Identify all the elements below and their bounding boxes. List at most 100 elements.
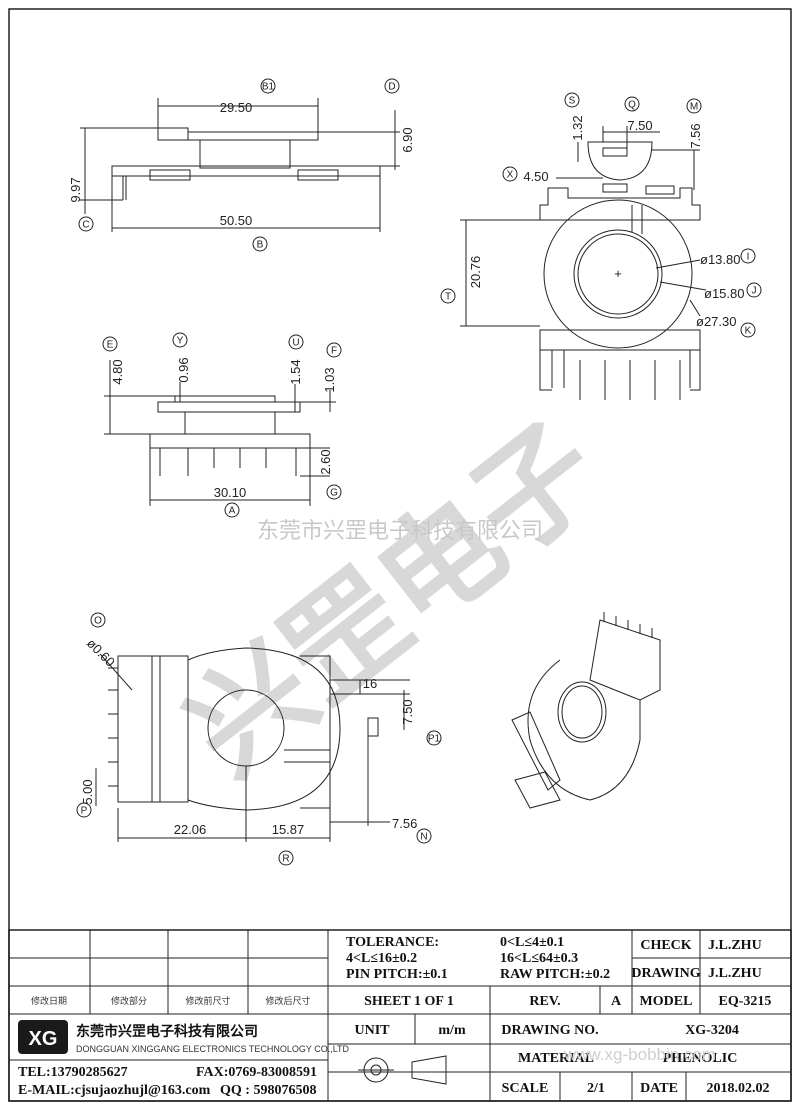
callout-y: Y bbox=[172, 332, 188, 348]
callout-text: T bbox=[445, 292, 451, 303]
callout-circle bbox=[326, 342, 342, 358]
front-base-side bbox=[539, 350, 701, 391]
isometric-view bbox=[511, 612, 661, 809]
top-bottom-tab-right bbox=[297, 169, 339, 181]
dim-p: 5.00 bbox=[80, 779, 95, 804]
callout-t: T bbox=[440, 288, 456, 304]
top-view: 29.50 6.90 9.97 50.50 bbox=[68, 98, 415, 232]
leader bbox=[99, 653, 133, 691]
iso-pin-block bbox=[589, 619, 661, 701]
front-outer-circle bbox=[543, 199, 693, 349]
callout-text: S bbox=[569, 96, 576, 107]
rev-header-after: 修改后尺寸 bbox=[265, 995, 310, 1006]
sheet-label: SHEET 1 OF 1 bbox=[364, 994, 454, 1009]
callout-circle bbox=[260, 78, 276, 94]
callout-text: Y bbox=[177, 336, 184, 347]
callout-circle bbox=[686, 98, 702, 114]
callout-k: K bbox=[740, 322, 756, 338]
callout-g: G bbox=[326, 484, 342, 500]
side-top-cap bbox=[174, 395, 276, 403]
bottom-web bbox=[284, 749, 330, 763]
model-label: MODEL bbox=[640, 994, 693, 1009]
logo-text: XG bbox=[29, 1028, 58, 1050]
callout-text: K bbox=[745, 326, 752, 337]
callout-a: A bbox=[224, 502, 240, 518]
dim-r1: 22.06 bbox=[174, 822, 207, 837]
company-logo: XG bbox=[18, 1020, 68, 1054]
dim-f: 1.03 bbox=[322, 367, 337, 392]
bottom-right-frame bbox=[300, 655, 331, 809]
bottom-pins bbox=[108, 667, 118, 787]
main-grid-v bbox=[489, 986, 701, 1101]
callout-e: E bbox=[102, 336, 118, 352]
dim-i: ø13.80 bbox=[700, 252, 740, 267]
fax: FAX:0769-83008591 bbox=[196, 1065, 317, 1080]
dim-n: 7.56 bbox=[392, 816, 417, 831]
dim-a: 30.10 bbox=[214, 485, 247, 500]
raw-pitch: RAW PITCH:±0.2 bbox=[500, 967, 610, 982]
callout-text: U bbox=[292, 338, 299, 349]
date-value: 2018.02.02 bbox=[707, 1081, 770, 1096]
callout-text: F bbox=[331, 346, 337, 357]
callout-b1: B1 bbox=[260, 78, 276, 94]
side-body bbox=[184, 411, 276, 435]
dim-b1: 29.50 bbox=[220, 100, 253, 115]
bottom-round-body bbox=[187, 647, 341, 811]
rev-label: REV. bbox=[529, 994, 560, 1009]
tolerance-label: TOLERANCE: bbox=[346, 935, 439, 950]
callout-text: G bbox=[330, 488, 338, 499]
front-slot-3 bbox=[645, 185, 675, 195]
front-slot-2 bbox=[602, 183, 628, 193]
unit-label: UNIT bbox=[354, 1023, 390, 1038]
material-value: PHENOLIC bbox=[663, 1051, 738, 1066]
callout-s: S bbox=[564, 92, 580, 108]
pin-pitch: PIN PITCH:±0.1 bbox=[346, 967, 448, 982]
dim-d: 6.90 bbox=[400, 127, 415, 152]
tolerance-3: 16<L≤64±0.3 bbox=[500, 951, 578, 966]
callout-circle bbox=[440, 288, 456, 304]
callout-text: M bbox=[690, 102, 698, 113]
front-top-frame bbox=[539, 187, 701, 221]
proj-cone bbox=[411, 1055, 447, 1085]
dim-x: 4.50 bbox=[523, 169, 548, 184]
callout-text: A bbox=[229, 506, 236, 517]
callout-r: R bbox=[278, 850, 294, 866]
callout-text: Q bbox=[628, 100, 636, 111]
tolerance-1: 4<L≤16±0.2 bbox=[346, 951, 417, 966]
top-body bbox=[199, 139, 291, 169]
leader bbox=[655, 259, 701, 269]
front-inner-circle bbox=[577, 233, 659, 315]
watermark: 兴罡电子 东莞市兴罡电子科技有限公司 bbox=[162, 398, 626, 803]
drawing-label: DRAWING bbox=[631, 966, 700, 981]
callout-circle bbox=[740, 248, 756, 264]
callout-circle bbox=[76, 802, 92, 818]
callout-circle bbox=[740, 322, 756, 338]
callout-p1: P1 bbox=[426, 730, 442, 746]
rev-value: A bbox=[611, 994, 622, 1009]
callout-text: P1 bbox=[428, 734, 441, 745]
front-top-cap bbox=[587, 141, 653, 181]
check-label: CHECK bbox=[640, 938, 691, 953]
material-label: MATERIAL bbox=[518, 1051, 594, 1066]
rev-header-date: 修改日期 bbox=[31, 995, 67, 1006]
company-name-cn: 东莞市兴罡电子科技有限公司 bbox=[76, 1023, 258, 1040]
callout-text: E bbox=[107, 340, 114, 351]
callout-m: M bbox=[686, 98, 702, 114]
callout-circle bbox=[78, 216, 94, 232]
callout-circle bbox=[326, 484, 342, 500]
front-pins bbox=[551, 350, 691, 400]
title-block: 修改日期 修改部分 修改前尺寸 修改后尺寸 XG 东莞市兴罡电子科技有限公司 D… bbox=[8, 929, 792, 1102]
callout-circle bbox=[224, 502, 240, 518]
dim-m: 7.56 bbox=[688, 123, 703, 148]
callout-text: J bbox=[752, 286, 757, 297]
iso-bore-inner bbox=[561, 685, 603, 739]
watermark-company: 东莞市兴罡电子科技有限公司 bbox=[257, 519, 543, 544]
dim-o: ø0.60 bbox=[84, 636, 118, 670]
dim-t: 20.76 bbox=[468, 256, 483, 289]
check-grid bbox=[631, 930, 791, 986]
callout-circle bbox=[426, 730, 442, 746]
callout-text: N bbox=[420, 832, 427, 843]
rev-grid-v bbox=[89, 930, 329, 1101]
